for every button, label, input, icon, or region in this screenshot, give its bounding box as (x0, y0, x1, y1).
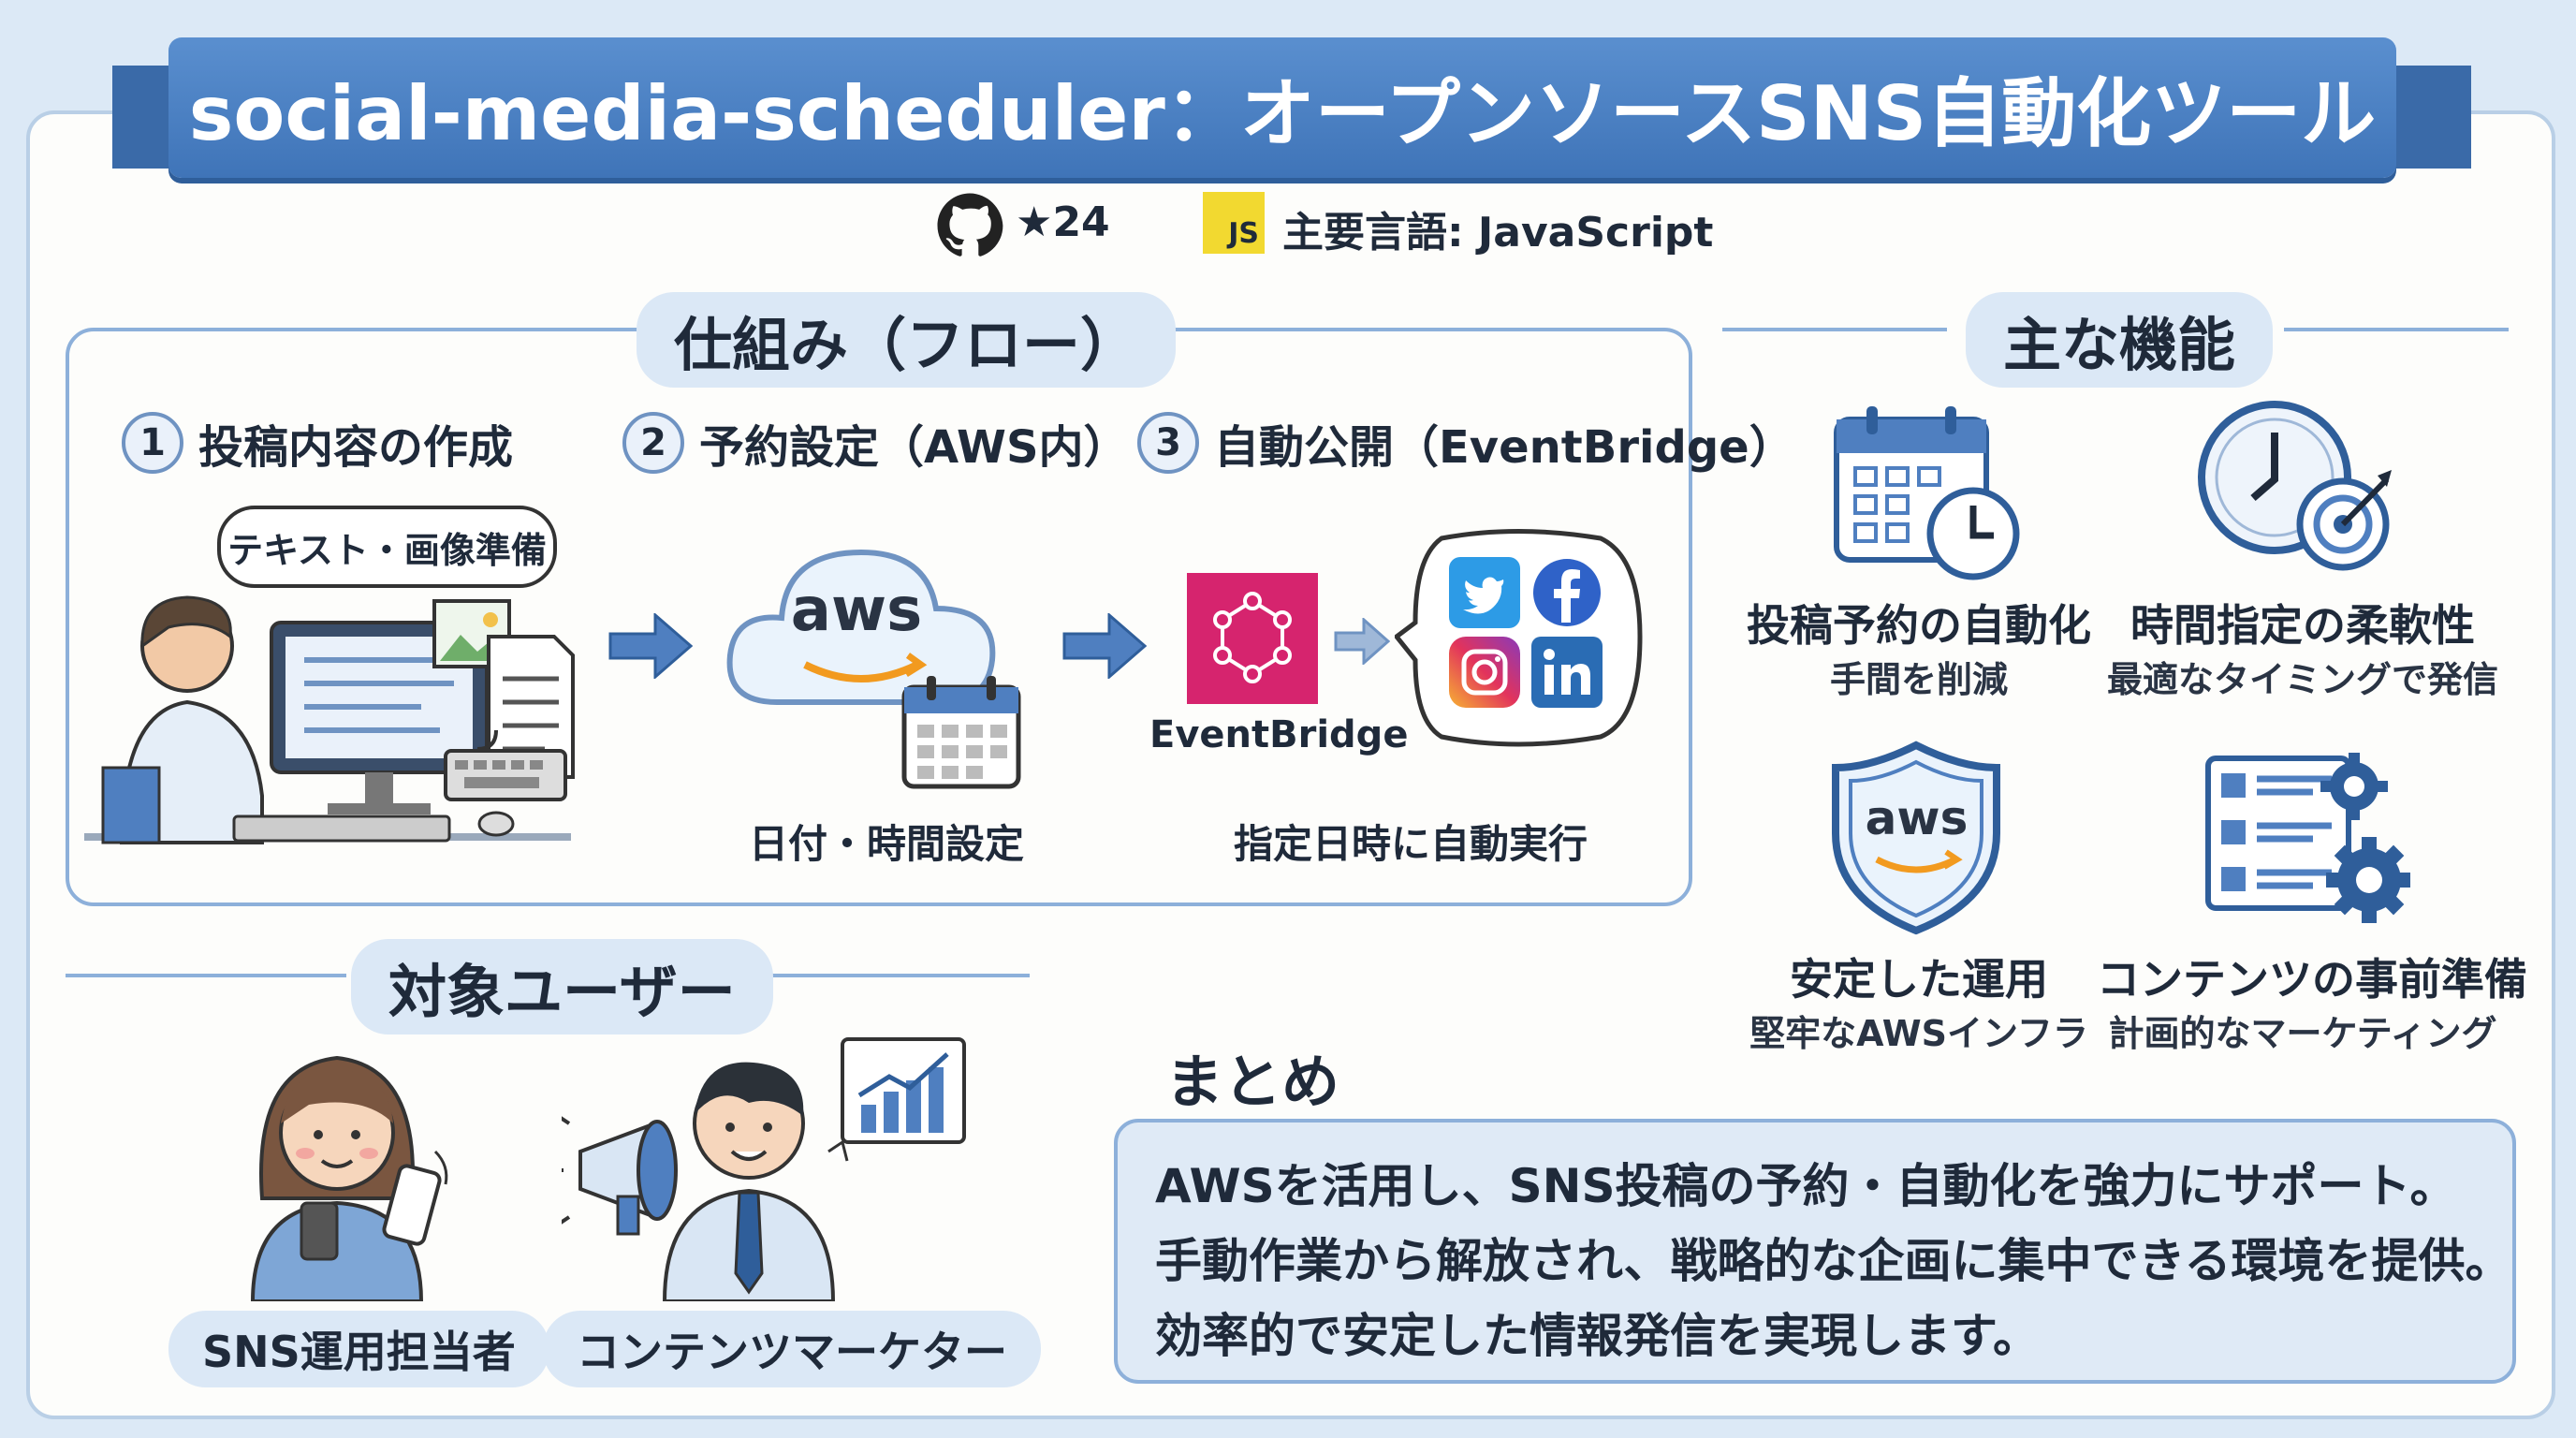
arrow-right-icon (1062, 613, 1147, 679)
step-number: 3 (1137, 412, 1199, 474)
keyboard-icon (444, 730, 567, 801)
facebook-icon (1533, 559, 1601, 626)
summary-heading: まとめ (1165, 1048, 1340, 1116)
eventbridge-icon (1187, 573, 1318, 704)
list-gear-icon (2205, 753, 2410, 923)
features-heading: 主な機能 (1966, 292, 2274, 388)
arrow-right-icon (1334, 618, 1390, 665)
javascript-badge-icon: JS (1203, 192, 1265, 254)
flow-step-2: 2 予約設定（AWS内） (622, 410, 1129, 476)
caption-schedule: 日付・時間設定 (749, 821, 1025, 867)
language-label: 主要言語: JavaScript (1282, 209, 1714, 257)
feature-sub: 計画的なマーケティング (2108, 1013, 2497, 1054)
shield-icon (1832, 741, 2000, 935)
summary-panel: AWSを活用し、SNS投稿の予約・自動化を強力にサポート。 手動作業から解放され… (1114, 1119, 2516, 1384)
users-heading: 対象ユーザー (351, 939, 773, 1034)
twitter-icon (1449, 557, 1520, 628)
feature-sub: 手間を削減 (1829, 659, 2008, 700)
step-label: 投稿内容の作成 (198, 421, 514, 474)
calendar-icon (901, 676, 1021, 789)
users-rule-left (66, 974, 346, 977)
person-at-computer-icon (84, 595, 571, 844)
feature-sub: 最適なタイミングで発信 (2106, 659, 2498, 700)
page-title: social-media-scheduler：オープンソースSNS自動化ツール (188, 70, 2377, 157)
step-number: 1 (122, 412, 183, 474)
sns-manager-icon (250, 1055, 448, 1301)
summary-line: 手動作業から解放され、戦略的な企画に集中できる環境を提供。 (1155, 1234, 2512, 1288)
image-document-icon (432, 599, 575, 779)
caption-execute: 指定日時に自動実行 (1234, 821, 1588, 867)
users-rule-right (768, 974, 1030, 977)
flow-step-3: 3 自動公開（EventBridge） (1137, 410, 1794, 476)
star-count: ★24 (1016, 198, 1110, 246)
feature-name: コンテンツの事前準備 (2097, 954, 2527, 1005)
summary-line: 効率的で安定した情報発信を実現します。 (1155, 1309, 2040, 1363)
user-label: SNS運用担当者 (168, 1311, 549, 1387)
aws-logo: aws (790, 576, 923, 645)
eventbridge-label: EventBridge (1149, 713, 1409, 756)
summary-line: AWSを活用し、SNS投稿の予約・自動化を強力にサポート。 (1155, 1159, 2457, 1213)
content-marketer-icon (562, 1037, 966, 1301)
flow-step-1: 1 投稿内容の作成 (122, 410, 513, 476)
title-banner (168, 37, 2396, 178)
step-number: 2 (622, 412, 684, 474)
shield-aws-logo: aws (1865, 791, 1969, 845)
step-label: 予約設定（AWS内） (699, 421, 1129, 474)
social-bubble (1395, 529, 1643, 747)
feature-name: 投稿予約の自動化 (1747, 600, 2091, 651)
github-icon (937, 193, 1003, 257)
linkedin-icon (1531, 637, 1603, 708)
features-rule-left (1722, 328, 1947, 331)
clock-target-icon (2198, 401, 2392, 571)
aws-cloud-icon (726, 549, 996, 705)
step-label: 自動公開（EventBridge） (1214, 421, 1794, 474)
feature-name: 安定した運用 (1790, 954, 2048, 1005)
speech-bubble: テキスト・画像準備 (217, 506, 557, 588)
arrow-right-icon (608, 613, 693, 679)
calendar-clock-icon (1834, 406, 2020, 580)
feature-name: 時間指定の柔軟性 (2130, 600, 2475, 651)
flow-heading: 仕組み（フロー） (637, 292, 1177, 388)
instagram-icon (1449, 637, 1520, 708)
feature-sub: 堅牢なAWSインフラ (1749, 1013, 2088, 1054)
features-rule-right (2284, 328, 2509, 331)
user-label: コンテンツマーケター (543, 1311, 1041, 1387)
